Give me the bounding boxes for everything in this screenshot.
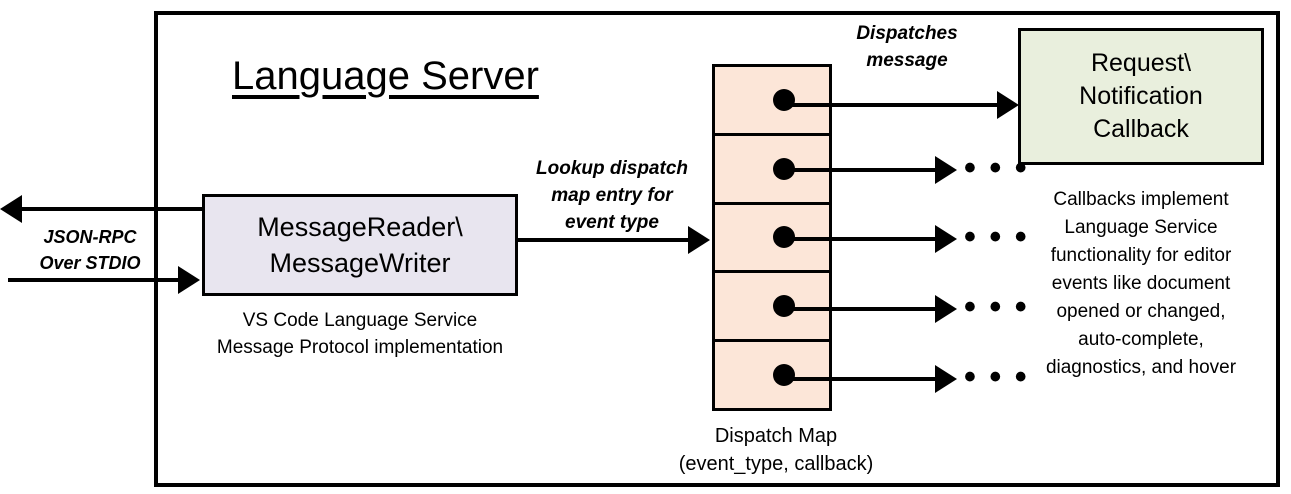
table-row[interactable]: [715, 342, 829, 408]
request-notification-callback-box[interactable]: Request\ Notification Callback: [1018, 28, 1264, 165]
callback-caption-line-4: events like document: [1051, 273, 1231, 294]
jsonrpc-label-line-1: JSON-RPC: [43, 227, 137, 247]
dispatch-edge-2-arrowhead: [935, 156, 957, 184]
dispatch-edge-1-arrowhead: [997, 91, 1019, 119]
callback-box-line-2: Notification: [1079, 82, 1203, 110]
dispatch-label-line-1: Dispatches: [856, 23, 958, 44]
dispatch-target-ellipsis-2: • • •: [964, 149, 1029, 187]
callback-dot-icon: [773, 364, 795, 387]
table-row[interactable]: [715, 273, 829, 343]
callback-caption-line-7: diagnostics, and hover: [1045, 357, 1237, 378]
dispatch-edge-label: Dispatches message: [832, 20, 982, 74]
callback-caption-line-1: Callbacks implement: [1053, 189, 1229, 210]
callback-caption-line-2: Language Service: [1064, 217, 1218, 238]
callback-caption-line-6: auto-complete,: [1078, 329, 1204, 350]
inbound-channel-line: [8, 278, 184, 282]
dispatch-map-caption: Dispatch Map (event_type, callback): [660, 422, 892, 478]
lookup-edge-label: Lookup dispatch map entry for event type: [512, 155, 712, 236]
dispatch-edge-1-line: [781, 103, 1003, 107]
callback-box-caption: Callbacks implement Language Service fun…: [1005, 186, 1277, 382]
jsonrpc-channel-label: JSON-RPC Over STDIO: [20, 224, 160, 276]
inbound-channel-arrowhead: [178, 266, 200, 294]
message-box-caption-line-1: VS Code Language Service: [242, 310, 478, 331]
message-box-line-2: MessageWriter: [269, 248, 451, 278]
dispatch-edge-5-line: [781, 377, 941, 381]
callback-caption-line-3: functionality for editor: [1050, 245, 1232, 266]
message-reader-writer-box[interactable]: MessageReader\ MessageWriter: [202, 194, 518, 296]
jsonrpc-label-line-2: Over STDIO: [39, 253, 141, 273]
message-box-caption-line-2: Message Protocol implementation: [216, 337, 504, 358]
dispatch-edge-5-arrowhead: [935, 365, 957, 393]
callback-caption-line-5: opened or changed,: [1056, 301, 1226, 322]
outbound-channel-arrowhead: [0, 195, 22, 223]
table-row[interactable]: [715, 67, 829, 136]
lookup-edge-line: [518, 238, 690, 242]
dispatch-map-caption-line-2: (event_type, callback): [678, 453, 874, 475]
dispatch-label-line-2: message: [866, 50, 948, 71]
callback-box-line-1: Request\: [1090, 49, 1192, 77]
message-box-line-1: MessageReader\: [257, 212, 463, 242]
lookup-label-line-1: Lookup dispatch: [536, 158, 688, 179]
dispatch-edge-3-line: [781, 237, 941, 241]
dispatch-edge-3-arrowhead: [935, 225, 957, 253]
dispatch-edge-2-line: [781, 168, 941, 172]
callback-dot-icon: [773, 88, 795, 111]
diagram-title: Language Server: [232, 54, 539, 98]
dispatch-map-caption-line-1: Dispatch Map: [714, 425, 838, 447]
lookup-label-line-2: map entry for: [551, 185, 673, 206]
callback-box-line-3: Callback: [1093, 115, 1189, 143]
dispatch-edge-4-line: [781, 307, 941, 311]
dispatch-edge-4-arrowhead: [935, 295, 957, 323]
message-box-caption: VS Code Language Service Message Protoco…: [180, 307, 540, 361]
outbound-channel-line: [22, 207, 218, 211]
lookup-edge-arrowhead: [688, 226, 710, 254]
callback-dot-icon: [773, 295, 795, 318]
lookup-label-line-3: event type: [565, 212, 659, 233]
language-server-boundary: [154, 11, 1280, 487]
